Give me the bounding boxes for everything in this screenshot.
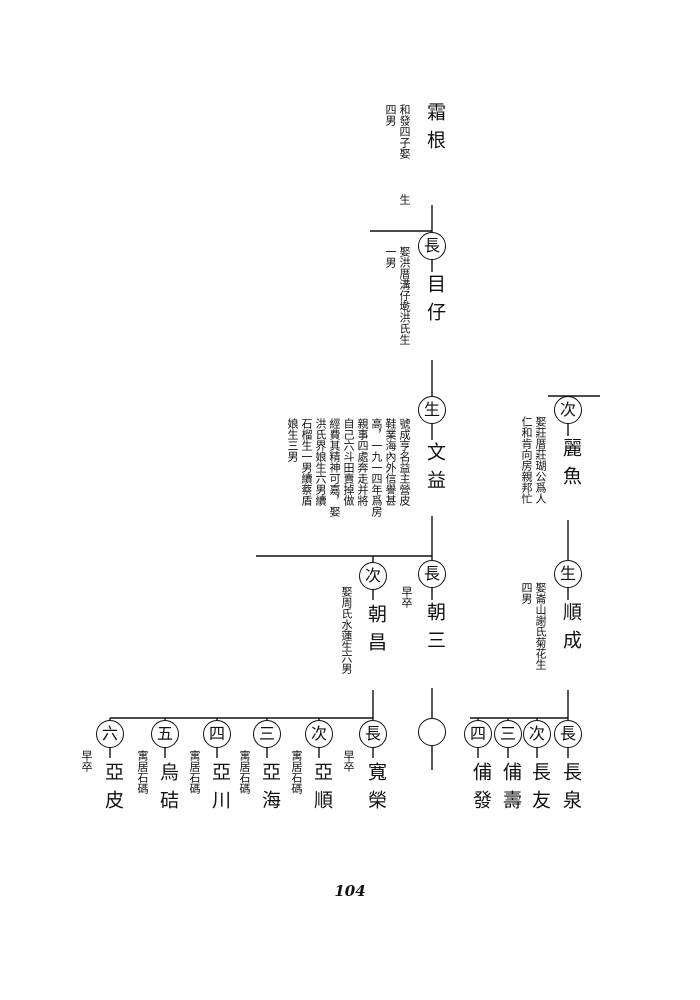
- shuanggen-name: 霜根: [424, 102, 446, 158]
- shuncheng-son-2-name: 長友: [529, 762, 551, 818]
- chaochang-son-3-note: 寓居石碼: [238, 750, 251, 794]
- chaochang-note: 娶周氏水蓮生六男: [340, 586, 353, 674]
- chaochang-son-2-note: 寓居石碼: [290, 750, 303, 794]
- chaochang-son-6-rank: 六: [96, 720, 124, 748]
- shuncheng-son-3-name: 俌壽: [500, 762, 522, 818]
- chaosan-empty-circle: [418, 718, 446, 746]
- chaosan-note: 早卒: [400, 586, 413, 608]
- shuncheng-son-4-name: 俌發: [470, 762, 492, 818]
- chaochang-son-2-name: 亞順: [311, 762, 333, 818]
- page-number: 104: [334, 882, 366, 900]
- muzai-note-1: 娶洪厝溝仔墘洪氏生: [398, 246, 411, 345]
- chaochang-son-6-note: 早卒: [80, 750, 93, 772]
- chaochang-son-4-note: 寓居石碼: [188, 750, 201, 794]
- chaochang-son-1-rank: 長: [359, 720, 387, 748]
- chaochang-son-5-note: 寓居石碼: [136, 750, 149, 794]
- wenyi-rank-badge: 生: [418, 396, 446, 424]
- muzai-name: 目仔: [424, 274, 446, 330]
- chaosan-name: 朝三: [424, 602, 446, 658]
- lishi-name: 麗魚: [560, 438, 582, 494]
- shuncheng-note-1: 娶崙山謝氏菊花生: [534, 582, 547, 670]
- shuanggen-note-1: 和發四子娶: [398, 104, 411, 159]
- muzai-note-2: 一男: [384, 246, 397, 268]
- chaochang-son-1-name: 寬榮: [365, 762, 387, 818]
- chaochang-son-3-rank: 三: [253, 720, 281, 748]
- chaochang-son-4-name: 亞川: [209, 762, 231, 818]
- chaochang-rank-badge: 次: [359, 562, 387, 590]
- chaochang-son-5-rank: 五: [151, 720, 179, 748]
- shuanggen-note-2: 四男: [384, 104, 397, 126]
- lishi-note-2: 仁和肯向房親邦忙: [520, 416, 533, 504]
- chaochang-name: 朝昌: [365, 604, 387, 660]
- wenyi-note-8: 石榴生一男續蔡盾: [300, 418, 313, 506]
- lishi-rank-badge: 次: [554, 396, 582, 424]
- wenyi-note-9: 娘生三男: [286, 418, 299, 462]
- lishi-note-1: 娶莊厝莊瑚公爲人: [534, 416, 547, 504]
- wenyi-note-3: 高，一九一四年爲房: [370, 418, 383, 517]
- shuncheng-son-3-rank: 三: [494, 720, 522, 748]
- shuncheng-note-2: 四男: [520, 582, 533, 604]
- shuncheng-son-2-rank: 次: [523, 720, 551, 748]
- wenyi-note-4: 親事四處奔走并將: [356, 418, 369, 506]
- chaochang-son-3-name: 亞海: [259, 762, 281, 818]
- chaochang-son-5-name: 烏硈: [157, 762, 179, 818]
- wenyi-note-7: 洪氏界娘生六男續: [314, 418, 327, 506]
- shuncheng-son-4-rank: 四: [464, 720, 492, 748]
- chaochang-son-1-note: 早卒: [342, 750, 355, 772]
- shuncheng-name: 順成: [560, 602, 582, 658]
- shuncheng-rank-badge: 生: [554, 560, 582, 588]
- chaosan-rank-badge: 長: [418, 560, 446, 588]
- muzai-rank-badge: 長: [418, 232, 446, 260]
- chaochang-son-4-rank: 四: [203, 720, 231, 748]
- wenyi-note-1: 號成亨名益主營皮: [398, 418, 411, 506]
- shuncheng-son-1-rank: 長: [554, 720, 582, 748]
- wenyi-name: 文益: [424, 442, 446, 498]
- shuanggen-note-sheng: 生: [398, 194, 411, 205]
- wenyi-note-5: 自己六斗田賣掉做: [342, 418, 355, 506]
- chaochang-son-2-rank: 次: [305, 720, 333, 748]
- wenyi-note-2: 鞋業海內外信譽甚: [384, 418, 397, 506]
- shuncheng-son-1-name: 長泉: [560, 762, 582, 818]
- wenyi-note-6: 經費其精神可嘉，娶: [328, 418, 341, 517]
- chaochang-son-6-name: 亞皮: [102, 762, 124, 818]
